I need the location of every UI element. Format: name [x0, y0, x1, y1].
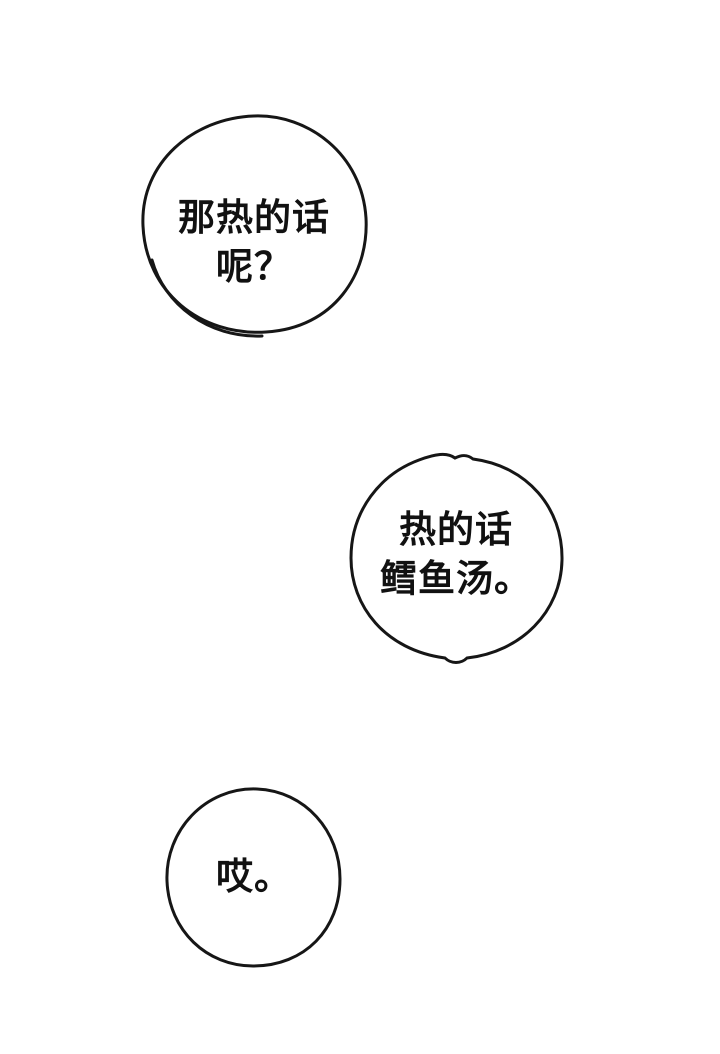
bubble-text-line: 热的话	[399, 509, 513, 550]
bubble-text-line: 鳕鱼汤。	[380, 557, 532, 599]
speech-bubble-text: 哎。	[163, 853, 345, 902]
speech-bubble-bottom-left: 哎。	[163, 785, 345, 971]
bubble-text-line: 呢？	[216, 245, 292, 287]
bubble-text-line: 哎。	[216, 856, 292, 897]
speech-bubble-outline	[165, 787, 342, 968]
speech-bubble-middle-right: 热的话 鳕鱼汤。	[343, 450, 569, 666]
speech-bubble-top-left: 那热的话 呢？	[136, 112, 372, 340]
speech-bubble-text: 那热的话 呢？	[136, 194, 372, 292]
speech-bubble-outline	[349, 452, 564, 664]
bubble-text-line: 那热的话	[178, 197, 330, 238]
speech-bubble-text: 热的话 鳕鱼汤。	[343, 506, 569, 604]
speech-bubble-outline	[141, 114, 368, 338]
